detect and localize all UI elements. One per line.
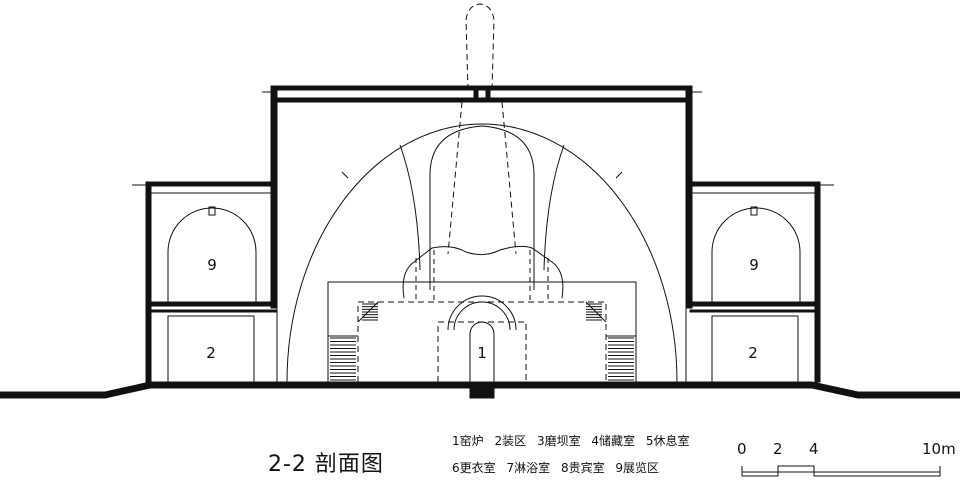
- left-annex: [132, 181, 277, 383]
- main-hall-walls: [262, 85, 702, 382]
- room-label-right-upper: 9: [749, 256, 759, 274]
- legend-item: 4储藏室: [591, 434, 636, 448]
- legend-item: 1窑炉: [452, 434, 484, 448]
- scale-bar: [741, 465, 941, 477]
- room-label-left-lower: 2: [206, 344, 216, 362]
- left-upper-stair: [362, 303, 378, 321]
- legend-item: 2装区: [494, 434, 527, 448]
- legend-row-2: 6更衣室 7淋浴室 8贵宾室 9展览区: [452, 459, 666, 476]
- room-label-center: 1: [477, 344, 487, 362]
- scale-label-0: 0: [737, 440, 747, 458]
- platforms: [327, 281, 637, 383]
- dome: [286, 123, 678, 383]
- right-annex: [689, 181, 834, 383]
- scale-label-10m: 10m: [922, 440, 956, 458]
- chimney: [447, 3, 517, 255]
- scale-label-4: 4: [809, 440, 819, 458]
- scale-label-2: 2: [773, 440, 783, 458]
- right-upper-stair: [586, 303, 602, 321]
- legend-item: 5休息室: [645, 434, 690, 448]
- legend-row-1: 1窑炉 2装区 3磨坝室 4储藏室 5休息室: [452, 432, 697, 449]
- room-label-right-lower: 2: [748, 344, 758, 362]
- legend-item: 8贵宾室: [560, 461, 605, 475]
- legend-item: 9展览区: [615, 461, 660, 475]
- legend-item: 7淋浴室: [506, 461, 551, 475]
- drawing-title: 2-2 剖面图: [268, 452, 384, 477]
- room-label-left-upper: 9: [207, 256, 217, 274]
- legend-item: 6更衣室: [452, 461, 496, 475]
- left-stair: [330, 337, 356, 381]
- right-stair: [608, 337, 634, 381]
- foundation-block: [469, 385, 495, 399]
- legend-item: 3磨坝室: [536, 434, 581, 448]
